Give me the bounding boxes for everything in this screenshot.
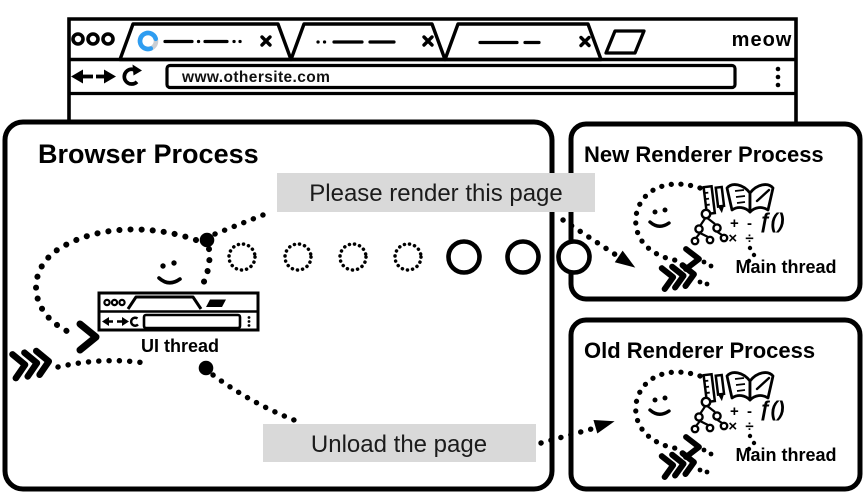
tab-1: [118, 22, 293, 62]
connectors: [198, 210, 636, 446]
smiley-face-icon: [648, 395, 671, 416]
junction-dot-bottom: [198, 360, 214, 376]
unload-message-label: Unload the page: [263, 424, 536, 462]
browser-window-outline: [67, 17, 798, 123]
brand-text: meow: [732, 29, 793, 51]
book-icon: [725, 371, 775, 402]
connector-to-new-renderer: [560, 217, 619, 258]
reload-icon: [122, 64, 142, 86]
runner-trail: [55, 357, 148, 370]
smiley-face-icon: [648, 207, 671, 228]
tab-3: [443, 22, 603, 62]
forward-icon: [96, 69, 116, 84]
math-ops-icon: + - × ÷: [728, 403, 755, 435]
unload-message-text: Unload the page: [311, 431, 487, 458]
arrowhead-new-renderer: [614, 250, 636, 268]
main-thread-label: Main thread: [735, 257, 836, 277]
main-thread-loop: [633, 369, 703, 452]
tab-2-shape: [289, 22, 447, 62]
url-bar: [165, 63, 737, 90]
runner-chevrons-icon: [9, 347, 53, 382]
loop-arrow-chevron: [683, 246, 702, 272]
tab-1-close-icon: [260, 35, 272, 47]
svg-text:× ÷: × ÷: [728, 230, 755, 247]
junction-dot-top: [199, 232, 215, 248]
svg-text:+ -: + -: [730, 403, 754, 420]
runner-chevrons-icon: [658, 262, 697, 292]
function-icon: ƒ(): [759, 210, 785, 233]
dom-tree-icon: [690, 396, 729, 434]
new-renderer-title: New Renderer Process: [584, 142, 824, 167]
browser-process-title: Browser Process: [38, 139, 259, 169]
connector-to-render-label: [212, 210, 271, 237]
function-icon: ƒ(): [759, 398, 785, 421]
window-controls-icon: [71, 32, 115, 46]
ruler-pencil-icon: [702, 184, 726, 216]
tab-3-close-icon: [579, 35, 591, 48]
mini-browser-icon: [97, 291, 260, 332]
ui-thread-loop: [33, 226, 199, 338]
math-ops-icon: + - × ÷: [728, 215, 755, 247]
arrowhead-old-renderer: [593, 420, 615, 434]
svg-text:× ÷: × ÷: [728, 418, 755, 435]
ui-thread-loop-right: [197, 246, 213, 293]
loop-arrow-chevron: [76, 320, 100, 354]
old-renderer-main-thread-cluster: + - × ÷ ƒ() Main thread: [633, 369, 837, 480]
new-renderer-main-thread-cluster: + - × ÷ ƒ() Main thread: [633, 181, 837, 292]
main-thread-loop: [633, 181, 703, 264]
tab-2-close-icon: [422, 35, 434, 47]
url-text: www.othersite.com: [181, 69, 330, 86]
dom-tree-icon: [690, 208, 729, 246]
loading-spinner-icon: [137, 30, 159, 52]
connector-to-old-renderer: [538, 425, 598, 446]
back-icon: [71, 69, 93, 84]
ui-thread-label: UI thread: [141, 336, 219, 356]
ipc-message-circles: [227, 239, 592, 275]
tab-2: [289, 22, 447, 62]
smiley-face-icon: [157, 260, 182, 285]
connector-to-unload-label: [210, 372, 305, 426]
new-tab-button: [604, 29, 646, 55]
book-icon: [725, 183, 775, 214]
svg-text:+ -: + -: [730, 215, 754, 232]
browser-process-box: [2, 119, 555, 492]
render-message-text: Please render this page: [309, 180, 563, 207]
old-renderer-title: Old Renderer Process: [584, 338, 815, 363]
browser-window: meow www.othersite.com: [67, 17, 798, 123]
render-message-label: Please render this page: [277, 173, 595, 212]
menu-dots-icon: [775, 66, 781, 88]
tab-3-shape: [443, 22, 603, 62]
old-renderer-process-box: [568, 317, 863, 492]
main-thread-label: Main thread: [735, 445, 836, 465]
loop-arrow-chevron: [683, 434, 702, 460]
runner-chevrons-icon: [658, 450, 697, 480]
ui-thread-cluster: UI thread: [9, 226, 260, 382]
